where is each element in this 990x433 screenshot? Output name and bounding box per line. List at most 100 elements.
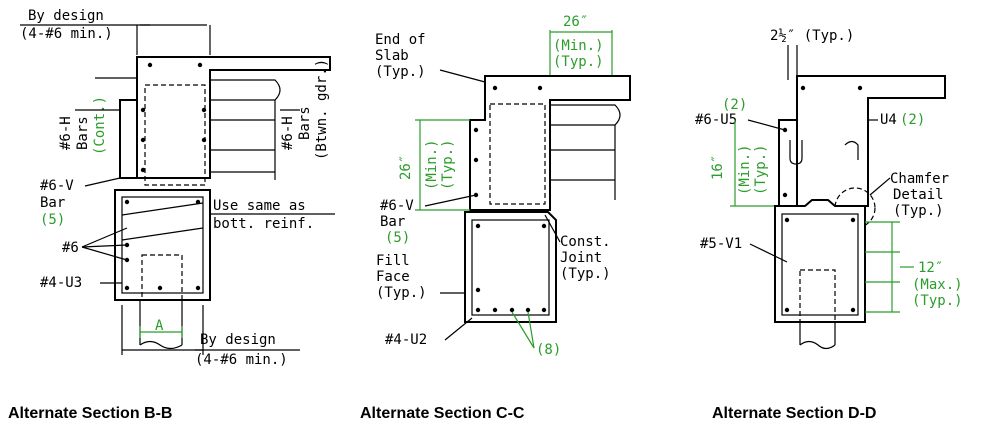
cc-const-joint: Const. bbox=[560, 234, 611, 250]
cc-bar-dot bbox=[492, 307, 498, 313]
bb-h-bars-right: #6-H bbox=[280, 116, 296, 150]
cc-fill-face-2: Face bbox=[376, 269, 410, 285]
dd-chamfer-2: Detail bbox=[893, 187, 944, 203]
dd-dim-16-min: (Min.) bbox=[737, 144, 753, 195]
bb-h-bars-left-2: Bars bbox=[75, 116, 91, 150]
bb-by-design-bot-min: (4-#6 min.) bbox=[195, 352, 288, 368]
cc-u2: #4-U2 bbox=[385, 332, 427, 348]
bb-h-bars-right-3: (Btwn. gdr.) bbox=[314, 59, 330, 160]
dd-chamfer: Chamfer bbox=[890, 171, 949, 187]
cc-hidden bbox=[489, 103, 546, 205]
dd-dim-12: 12″ bbox=[918, 260, 943, 276]
dd-hidden-column bbox=[799, 269, 836, 323]
bb-column-break bbox=[139, 340, 183, 350]
bb-leader bbox=[81, 246, 128, 261]
bb-dim-a: A bbox=[155, 318, 164, 334]
dd-u4: U4 bbox=[880, 112, 897, 128]
dd-leader bbox=[747, 119, 786, 131]
cc-bar-dot bbox=[473, 157, 479, 163]
bb-u3: #4-U3 bbox=[40, 275, 82, 291]
bb-bar bbox=[121, 227, 204, 241]
dd-bar-dot bbox=[784, 307, 790, 313]
bb-bar-dot bbox=[201, 137, 207, 143]
bb-use-same: Use same as bbox=[213, 198, 306, 214]
cc-dim-26-top-min: (Min.) bbox=[553, 38, 604, 54]
bb-by-design-top-min: (4-#6 min.) bbox=[20, 26, 113, 42]
bb-bar-dot bbox=[124, 285, 130, 291]
bb-bar-dot bbox=[140, 107, 146, 113]
dd-chamfer-circle bbox=[834, 187, 876, 229]
cc-fill-face: Fill bbox=[376, 253, 410, 269]
cc-v-bar-2: Bar bbox=[380, 214, 405, 230]
cc-end-slab: End of bbox=[375, 32, 426, 48]
bb-h-bars-right-2: Bars bbox=[297, 106, 313, 140]
dd-bar-dot bbox=[782, 192, 788, 198]
cc-upper-wall bbox=[469, 75, 631, 211]
bb-bar bbox=[121, 202, 204, 216]
dd-u5-hook bbox=[789, 140, 803, 165]
cc-bar-dot bbox=[537, 85, 543, 91]
bb-h-bars-left-3: (Cont.) bbox=[92, 96, 108, 155]
cc-leader bbox=[527, 311, 535, 349]
cc-leader bbox=[439, 69, 486, 83]
cc-dim-26-side-min: (Min.) bbox=[424, 139, 440, 190]
cc-bar-dot bbox=[492, 85, 498, 91]
dd-bar-dot bbox=[800, 85, 806, 91]
dd-leader bbox=[749, 243, 788, 263]
dd-stirrup bbox=[781, 213, 859, 316]
bb-use-same-2: bott. reinf. bbox=[213, 216, 314, 232]
bb-bar-dot bbox=[140, 167, 146, 173]
cc-bar-dot bbox=[475, 307, 481, 313]
bb-leader bbox=[81, 244, 128, 248]
section-cc: End of Slab (Typ.) 26″ (Min.) (Typ.) 26″… bbox=[360, 14, 631, 422]
section-bb: By design (4-#6 min.) #6-H Bars (Cont.) … bbox=[8, 8, 335, 422]
cc-count-8: (8) bbox=[536, 342, 561, 358]
dd-column-break bbox=[799, 340, 836, 350]
bb-by-design-top: By design bbox=[28, 8, 104, 24]
cc-leader bbox=[544, 214, 561, 243]
bb-bar-dot bbox=[195, 199, 201, 205]
dd-bar-dot bbox=[857, 85, 863, 91]
section-dd: 2½″ (Typ.) (2) #6-U5 U4 (2) 16″ (Min.) (… bbox=[695, 28, 963, 422]
dd-v1: #5-V1 bbox=[700, 236, 742, 252]
dd-dim-2half: 2½″ (Typ.) bbox=[770, 28, 854, 44]
bb-h-bars-left: #6-H bbox=[58, 116, 74, 150]
cc-dim-26-side-typ: (Typ.) bbox=[440, 139, 456, 190]
bb-by-design-bot: By design bbox=[200, 332, 276, 348]
dd-bar-dot bbox=[850, 307, 856, 313]
bb-bar-dot bbox=[197, 62, 203, 68]
bb-v-bar-3: (5) bbox=[40, 212, 65, 228]
bb-v-bar: #6-V bbox=[40, 178, 74, 194]
dd-column bbox=[799, 322, 836, 345]
dd-u4-hook bbox=[844, 140, 859, 160]
bb-leader bbox=[84, 177, 121, 187]
bb-bar-6: #6 bbox=[62, 240, 79, 256]
bb-leader bbox=[81, 227, 128, 248]
dd-dim-16: 16″ bbox=[710, 155, 726, 180]
cc-dim-26-top: 26″ bbox=[563, 14, 588, 30]
cc-const-joint-3: (Typ.) bbox=[560, 266, 611, 282]
dd-dim-12-max: (Max.) bbox=[912, 277, 963, 293]
bb-bar-dot bbox=[124, 199, 130, 205]
cc-bar-dot bbox=[541, 223, 547, 229]
dd-dim-12-typ: (Typ.) bbox=[912, 293, 963, 309]
cc-end-slab-3: (Typ.) bbox=[375, 64, 426, 80]
bb-bar-dot bbox=[201, 107, 207, 113]
cc-title: Alternate Section C-C bbox=[360, 405, 525, 422]
dd-u5: #6-U5 bbox=[695, 112, 737, 128]
cc-bar-dot bbox=[525, 307, 531, 313]
cc-leader bbox=[511, 311, 535, 349]
bb-bar-dot bbox=[140, 137, 146, 143]
cc-leader bbox=[424, 194, 477, 207]
cc-leader bbox=[444, 317, 473, 341]
bb-bar-dot bbox=[195, 285, 201, 291]
dd-u4-count: (2) bbox=[900, 112, 925, 128]
bb-bar-dot bbox=[147, 62, 153, 68]
dd-title: Alternate Section D-D bbox=[712, 405, 876, 422]
cc-girder-web bbox=[550, 104, 621, 126]
cc-bar-dot bbox=[509, 307, 515, 313]
cc-stirrup bbox=[471, 219, 550, 316]
cc-const-joint-2: Joint bbox=[560, 250, 602, 266]
cc-bar-dot bbox=[475, 223, 481, 229]
